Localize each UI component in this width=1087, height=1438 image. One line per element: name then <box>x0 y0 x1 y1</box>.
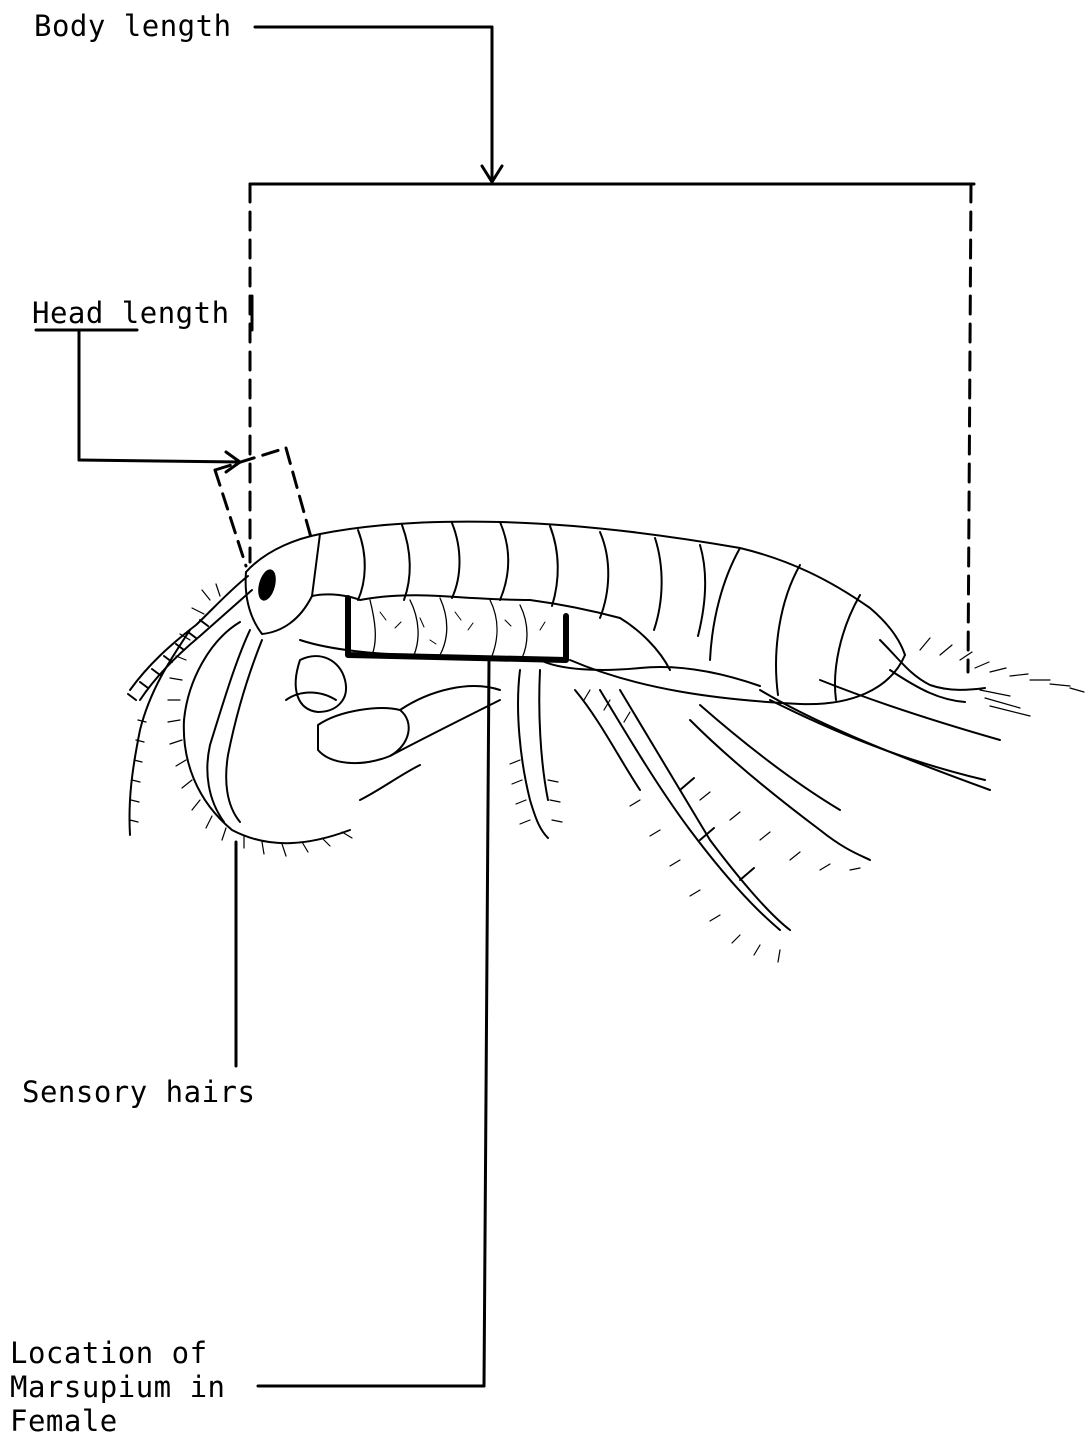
head-length-label: Head length <box>32 296 230 330</box>
pereopods <box>518 670 1000 930</box>
marsupium-label: Location of Marsupium in Female <box>10 1336 226 1438</box>
body-length-label: Body length <box>34 9 232 43</box>
sensory-hairs-label: Sensory hairs <box>22 1075 255 1109</box>
marsupium-leader <box>258 660 489 1386</box>
head-segment <box>246 534 320 634</box>
gnathopod-1 <box>184 622 350 843</box>
marsupium-label-line-2: Marsupium in <box>10 1370 226 1404</box>
marsupium-label-line-3: Female <box>10 1404 226 1438</box>
marsupium-label-line-1: Location of <box>10 1336 226 1370</box>
marsupium-bracket <box>348 598 566 660</box>
eye <box>256 569 277 602</box>
amphipod-body <box>246 522 985 705</box>
head-length-bracket <box>215 448 312 566</box>
body-length-leader <box>255 27 502 182</box>
antenna-1 <box>128 576 252 835</box>
gnathopod-2 <box>286 656 500 800</box>
